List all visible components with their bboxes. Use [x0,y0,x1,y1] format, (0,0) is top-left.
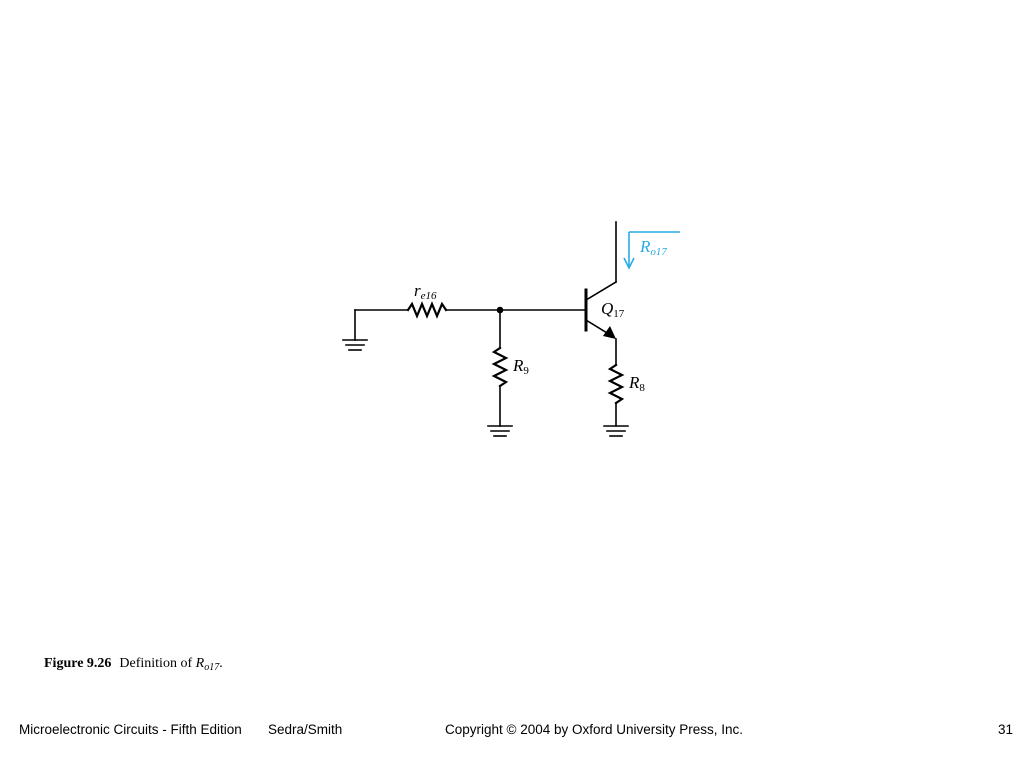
ground-symbol-r8 [603,425,629,437]
caption-text: Definition of [119,656,196,671]
figure-caption: Figure 9.26 Definition of Ro17. [44,656,223,673]
figure-number: Figure 9.26 [44,656,112,671]
footer-authors: Sedra/Smith [268,722,343,737]
label-re16: re16 [414,281,437,302]
label-r9: R9 [512,356,529,377]
ro17-arrow-annotation [623,231,680,270]
ground-symbol-left [342,309,368,351]
resistor-re16 [406,301,448,319]
label-ro17: Ro17 [639,237,667,258]
label-r8: R8 [628,373,645,394]
transistor-q17 [584,221,618,339]
caption-symbol-sub: o17 [204,662,220,673]
footer-copyright: Copyright © 2004 by Oxford University Pr… [445,722,744,737]
slide-footer: Microelectronic Circuits - Fifth Edition… [0,722,1024,742]
resistor-r9 [491,346,509,388]
caption-symbol: R [195,656,205,671]
footer-page-number: 31 [998,722,1014,737]
caption-end: . [219,656,223,671]
label-q17: Q17 [601,299,625,320]
resistor-r8 [607,363,625,405]
footer-book-title: Microelectronic Circuits - Fifth Edition [19,722,242,737]
ground-symbol-r9 [487,425,513,437]
